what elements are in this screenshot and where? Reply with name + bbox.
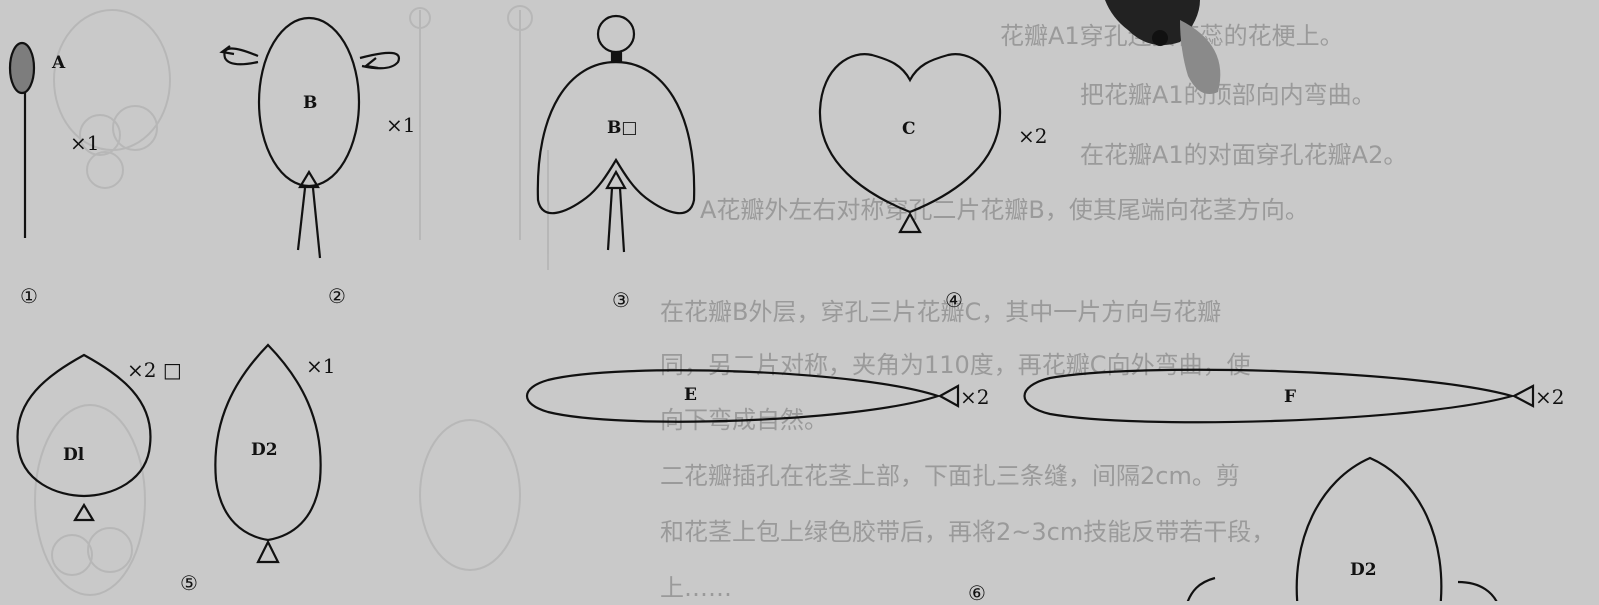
- bud-knot: [612, 53, 621, 62]
- label-b-prime: B□: [607, 118, 637, 138]
- step-1-number: ①: [20, 284, 38, 308]
- assembled-petal-right: [1458, 582, 1500, 601]
- bleed-through-layer: [35, 6, 548, 595]
- petal-d2-notch: [258, 542, 278, 562]
- step-2-petal: [222, 18, 399, 258]
- label-d2-assembled: D2: [1350, 560, 1377, 580]
- ghost-leaf-5: [52, 535, 92, 575]
- bud-circle: [598, 16, 634, 52]
- ghost-text-line-5: 在花瓣B外层，穿孔三片花瓣C，其中一片方向与花瓣: [660, 298, 1221, 326]
- pistil-head: [10, 43, 34, 93]
- label-d2: D2: [251, 440, 278, 460]
- ghost-text-line-9: 和花茎上包上绿色胶带后，再将2~3cm技能反带若干段，: [660, 518, 1275, 546]
- petal-b-wire-left: [298, 188, 305, 250]
- label-f: F: [1284, 387, 1296, 407]
- step-3-number: ③: [612, 288, 630, 312]
- step-2-number: ②: [328, 284, 346, 308]
- ghost-petal-1: [54, 10, 170, 150]
- count-a: ×1: [70, 131, 99, 155]
- count-f: ×2: [1535, 385, 1564, 409]
- petal-b-wire-right: [313, 188, 320, 258]
- count-c: ×2: [1018, 124, 1047, 148]
- ghost-text-line-4: A花瓣外左右对称穿孔二片花瓣B，使其尾端向花茎方向。: [700, 196, 1309, 224]
- count-d2: ×1: [306, 354, 335, 378]
- petal-e-notch: [940, 386, 958, 406]
- label-a: A: [51, 53, 66, 73]
- step-5-number: ⑤: [180, 571, 198, 595]
- ghost-text-line-3: 在花瓣A1的对面穿孔花瓣A2。: [1080, 141, 1407, 169]
- curl-arrow-left-icon: [224, 48, 258, 64]
- ghost-text-line-8: 二花瓣插孔在花茎上部，下面扎三条缝，间隔2cm。剪: [660, 462, 1240, 490]
- ghost-text-line-10: 上……: [660, 574, 732, 601]
- heart-petal-wire-left: [608, 188, 612, 250]
- heart-petal-notch: [607, 172, 625, 188]
- photo-bud: [1152, 30, 1168, 46]
- label-c: C: [902, 119, 916, 139]
- heart-petal-wire-right: [620, 188, 624, 252]
- curl-arrow-right-head: [366, 58, 378, 68]
- ghost-text-line-6: 同，另二片对称，夹角为110度，再花瓣C向外弯曲，使: [660, 351, 1251, 379]
- petal-f-notch: [1514, 386, 1533, 406]
- ghost-text-line-2: 把花瓣A1的顶部向内弯曲。: [1080, 81, 1376, 109]
- bleed-through-text: 花瓣A1穿孔连接花蕊的花梗上。 把花瓣A1的顶部向内弯曲。 在花瓣A1的对面穿孔…: [660, 22, 1407, 601]
- ghost-leaf-3: [87, 152, 123, 188]
- ghost-leaf-4: [88, 528, 132, 572]
- ghost-petal-3: [420, 420, 520, 570]
- ghost-petal-2: [35, 405, 145, 595]
- count-b: ×1: [386, 113, 415, 137]
- label-d1: Dl: [63, 445, 85, 465]
- label-b: B: [303, 93, 317, 113]
- label-e: E: [684, 385, 697, 405]
- step-1-pistil: [10, 43, 34, 238]
- count-d1: ×2 □: [127, 358, 182, 382]
- step-6-number: ⑥: [968, 581, 986, 601]
- assembled-petal-left: [1185, 578, 1215, 601]
- step-4-number: ④: [945, 288, 963, 312]
- count-e: ×2: [960, 385, 989, 409]
- petal-d1-notch: [75, 505, 93, 520]
